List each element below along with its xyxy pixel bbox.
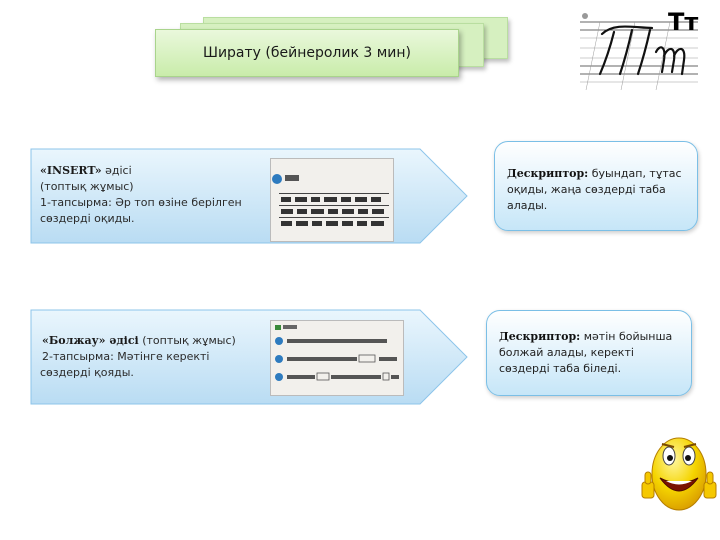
page-title: Ширату (бейнеролик 3 мин) [202,45,412,61]
task2-image [270,320,404,396]
task1-image [270,158,394,242]
task1-line2: сөздерді оқиды. [40,212,135,225]
descriptor-2-label: Дескриптор: [499,330,581,343]
task1-method-suffix: әдісі [101,164,132,177]
task1-mode: (топтық жұмыс) [40,180,134,193]
task2-method: «Болжау» әдісі [42,334,139,347]
title-card[interactable]: Ширату (бейнеролик 3 мин) [155,29,459,77]
descriptor-1-label: Дескриптор: [507,167,589,180]
descriptor-box-1[interactable]: Дескриптор: буындап, тұтас оқиды, жаңа с… [494,141,698,231]
task2-line2: сөздерді қояды. [40,366,134,379]
print-letters: Тт [668,8,699,36]
descriptor-1-text: буындап, тұтас оқиды, жаңа сөздерді таба… [507,167,682,212]
close-icon [582,13,588,19]
task1-line1: 1-тапсырма: Әр топ өзіне берілген [40,196,242,209]
task2-panel[interactable]: «Болжау» әдісі (топтық жұмыс) 2-тапсырма… [30,309,468,405]
handwriting-sample [580,8,698,91]
descriptor-box-2[interactable]: Дескриптор: мәтін бойынша болжай алады, … [486,310,692,396]
task2-line1: 2-тапсырма: Мәтінге керекті [42,350,210,363]
smiley-thumbs-up-icon [640,420,718,524]
descriptor-2-text: мәтін бойынша болжай алады, керекті сөзд… [499,330,673,375]
task1-panel[interactable]: «INSERT» әдісі (топтық жұмыс) 1-тапсырма… [30,148,468,244]
task2-mode: (топтық жұмыс) [138,334,236,347]
task1-method: «INSERT» [40,164,102,177]
